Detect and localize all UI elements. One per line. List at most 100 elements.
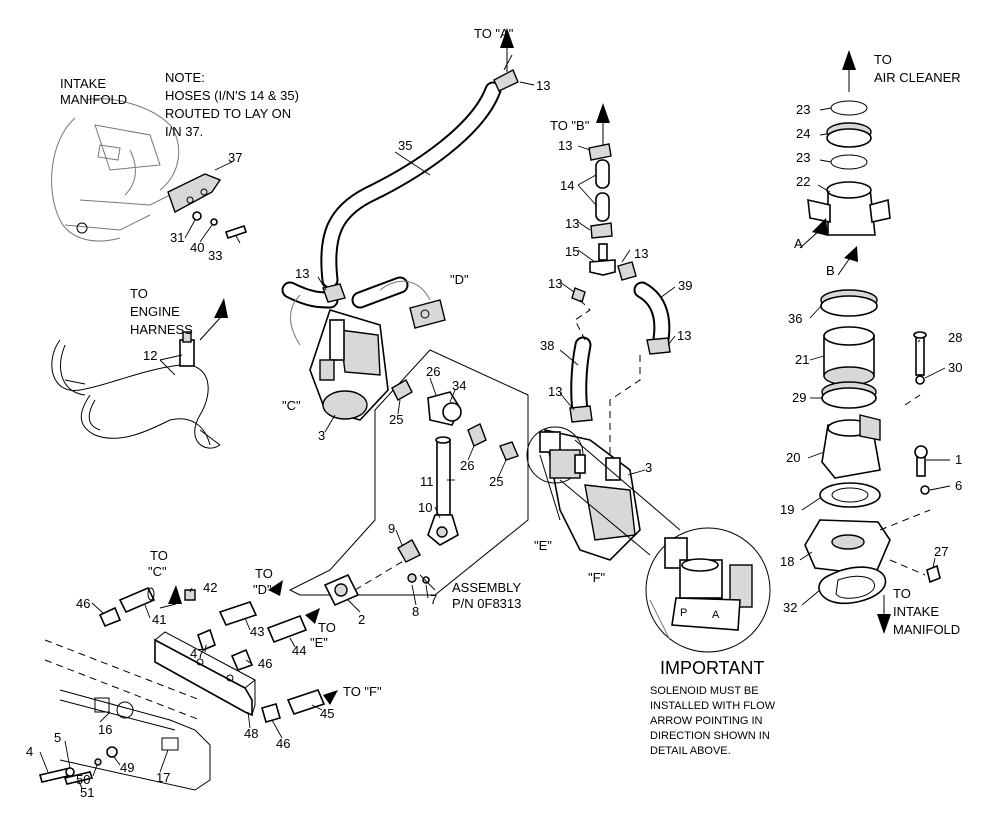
ref-letter-e: "E": [534, 538, 552, 553]
hose-35: [320, 28, 519, 289]
reference-letters: A B "C" "D" "E" "F": [282, 236, 835, 585]
to-air-cleaner-line-2: AIR CLEANER: [874, 70, 961, 85]
callout-44: 44: [292, 643, 306, 658]
ref-letter-a: A: [794, 236, 803, 251]
to-air-cleaner-line-1: TO: [874, 52, 892, 67]
notes: INTAKE MANIFOLD NOTE: HOSES (I/N'S 14 & …: [60, 26, 961, 699]
callout-38: 38: [540, 338, 554, 353]
to-engine-harness-line-1: TO: [130, 286, 148, 301]
ref-letter-f: "F": [588, 570, 606, 585]
callout-13: 13: [558, 138, 572, 153]
callout-50: 50: [76, 772, 90, 787]
engine-harness: [51, 298, 228, 449]
ref-letter-d: "D": [450, 272, 469, 287]
to-a-label: TO "A": [474, 26, 514, 41]
assembly-line-2: P/N 0F8313: [452, 596, 521, 611]
callout-43: 43: [250, 624, 264, 639]
note-line-4: I/N 37.: [165, 124, 203, 139]
callout-24: 24: [796, 126, 810, 141]
callout-9: 9: [388, 521, 395, 536]
important-line-5: DETAIL ABOVE.: [650, 745, 731, 757]
important-title: IMPORTANT: [660, 658, 764, 678]
note-line-2: HOSES (I/N'S 14 & 35): [165, 88, 299, 103]
callout-3: 3: [645, 460, 652, 475]
callout-12: 12: [143, 348, 157, 363]
callout-42: 42: [203, 580, 217, 595]
ref-letter-b: B: [826, 263, 835, 278]
assembly-line-1: ASSEMBLY: [452, 580, 521, 595]
to-e-line-1: TO: [318, 620, 336, 635]
to-c-line-1: TO: [150, 548, 168, 563]
callout-20: 20: [786, 450, 800, 465]
to-d-line-1: TO: [255, 566, 273, 581]
callout-37: 37: [228, 150, 242, 165]
callout-34: 34: [452, 378, 466, 393]
hoses-and-regulator-right: [526, 103, 671, 561]
callout-15: 15: [565, 244, 579, 259]
air-cleaner-stack: [799, 50, 941, 634]
callout-3: 3: [318, 428, 325, 443]
note-line-3: ROUTED TO LAY ON: [165, 106, 291, 121]
callout-22: 22: [796, 174, 810, 189]
callout-10: 10: [418, 500, 432, 515]
callout-21: 21: [795, 352, 809, 367]
callout-8: 8: [412, 604, 419, 619]
regulator-assembly-left: [281, 276, 446, 421]
callout-19: 19: [780, 502, 794, 517]
assembly-outline: [288, 349, 529, 596]
callout-39: 39: [678, 278, 692, 293]
to-intake-manifold-line-3: MANIFOLD: [893, 622, 960, 637]
callout-49: 49: [120, 760, 134, 775]
assembly-fittings: [323, 379, 519, 607]
callout-2: 2: [358, 612, 365, 627]
callout-45: 45: [320, 706, 334, 721]
important-notice: IMPORTANT SOLENOID MUST BE INSTALLED WIT…: [650, 658, 776, 757]
callout-13: 13: [295, 266, 309, 281]
to-d-line-2: "D": [253, 582, 272, 597]
callout-16: 16: [98, 722, 112, 737]
intake-manifold-label-2: MANIFOLD: [60, 92, 127, 107]
important-line-1: SOLENOID MUST BE: [650, 685, 759, 697]
detail-plate-arrow: A: [712, 609, 720, 621]
callout-35: 35: [398, 138, 412, 153]
important-line-2: INSTALLED WITH FLOW: [650, 700, 776, 712]
callout-23: 23: [796, 102, 810, 117]
callout-13: 13: [634, 246, 648, 261]
to-f-label: TO "F": [343, 684, 382, 699]
solenoid-detail: P A: [559, 439, 771, 653]
detail-plate-label: P: [680, 607, 687, 619]
callout-41: 41: [152, 612, 166, 627]
callout-25: 25: [389, 412, 403, 427]
callout-31: 31: [170, 230, 184, 245]
callout-14: 14: [560, 178, 574, 193]
callout-26: 26: [426, 364, 440, 379]
callout-46: 46: [76, 596, 90, 611]
callout-47: 47: [190, 646, 204, 661]
callout-36: 36: [788, 311, 802, 326]
intake-manifold-sketch: [51, 98, 248, 242]
callout-1: 1: [955, 452, 962, 467]
callout-4: 4: [26, 744, 33, 759]
important-line-3: ARROW POINTING IN: [650, 715, 763, 727]
ref-letter-c: "C": [282, 398, 301, 413]
intake-manifold-label-1: INTAKE: [60, 76, 106, 91]
leader-lines: [39, 81, 951, 789]
callout-51: 51: [80, 785, 94, 800]
callout-48: 48: [244, 726, 258, 741]
manifold-block-and-fittings: [38, 580, 338, 791]
to-engine-harness-line-3: HARNESS: [130, 322, 193, 337]
callout-18: 18: [780, 554, 794, 569]
callout-5: 5: [54, 730, 61, 745]
to-engine-harness-line-2: ENGINE: [130, 304, 180, 319]
callout-30: 30: [948, 360, 962, 375]
callout-26: 26: [460, 458, 474, 473]
callout-13: 13: [548, 276, 562, 291]
callout-23: 23: [796, 150, 810, 165]
callout-40: 40: [190, 240, 204, 255]
to-intake-manifold-line-2: INTAKE: [893, 604, 939, 619]
callout-17: 17: [156, 770, 170, 785]
callout-27: 27: [934, 544, 948, 559]
callout-13: 13: [536, 78, 550, 93]
callout-33: 33: [208, 248, 222, 263]
